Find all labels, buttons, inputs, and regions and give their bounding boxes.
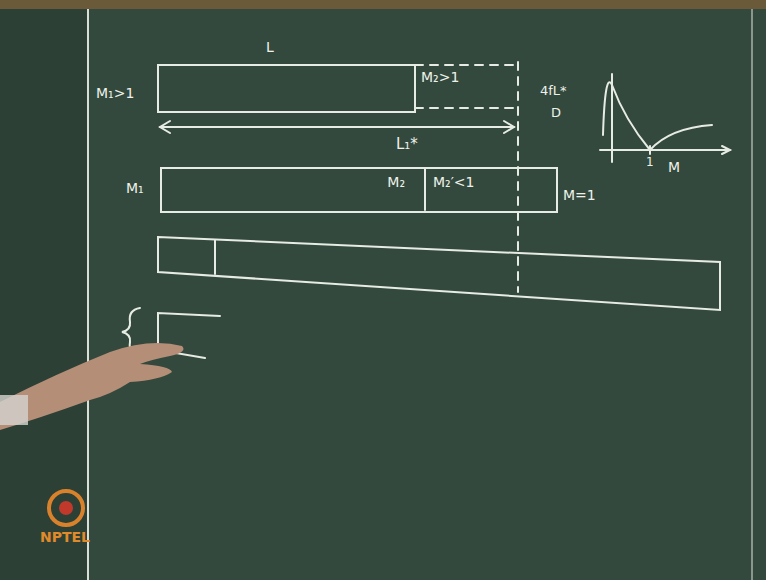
fanno-curve xyxy=(603,82,650,150)
chalk-label: M₂>1 xyxy=(421,70,459,85)
chalk-label: M₁ xyxy=(126,181,144,196)
logo-core xyxy=(59,501,73,515)
duct-box: M₂ M₂′<1 xyxy=(160,167,558,213)
tick xyxy=(649,146,651,154)
arrow-head xyxy=(722,146,730,154)
long-duct xyxy=(158,237,720,310)
sleeve xyxy=(0,395,28,425)
logo-ring xyxy=(49,491,83,525)
board-frame xyxy=(0,0,766,9)
shock-line xyxy=(424,169,426,210)
chalk-label: L xyxy=(266,40,274,55)
chalk-label: 1 xyxy=(646,156,654,169)
chalk-label: 4fL* xyxy=(540,84,567,98)
board-line xyxy=(751,9,753,580)
chalk-label: M xyxy=(668,160,680,175)
mach-label: M₂′<1 xyxy=(433,175,475,190)
dashed-extension xyxy=(415,107,520,109)
arrow-head xyxy=(160,121,170,133)
dashed-extension xyxy=(415,64,520,66)
logo-text: NPTEL xyxy=(40,530,90,545)
mach-label: M₂ xyxy=(387,175,405,190)
board-edge xyxy=(0,0,88,580)
shock-line xyxy=(214,240,216,274)
duct xyxy=(158,65,415,112)
chalk-label: M₁>1 xyxy=(96,86,134,101)
chalk-label: L₁* xyxy=(396,136,418,153)
fanno-curve xyxy=(650,125,712,150)
board-line xyxy=(87,9,89,580)
dashed-extension xyxy=(517,62,519,292)
chalk-label: D xyxy=(551,106,561,120)
axis xyxy=(600,149,730,151)
hand xyxy=(0,343,184,430)
arrow-head xyxy=(504,121,514,133)
chalk-label: M=1 xyxy=(563,188,596,203)
length-arrow xyxy=(160,126,514,128)
